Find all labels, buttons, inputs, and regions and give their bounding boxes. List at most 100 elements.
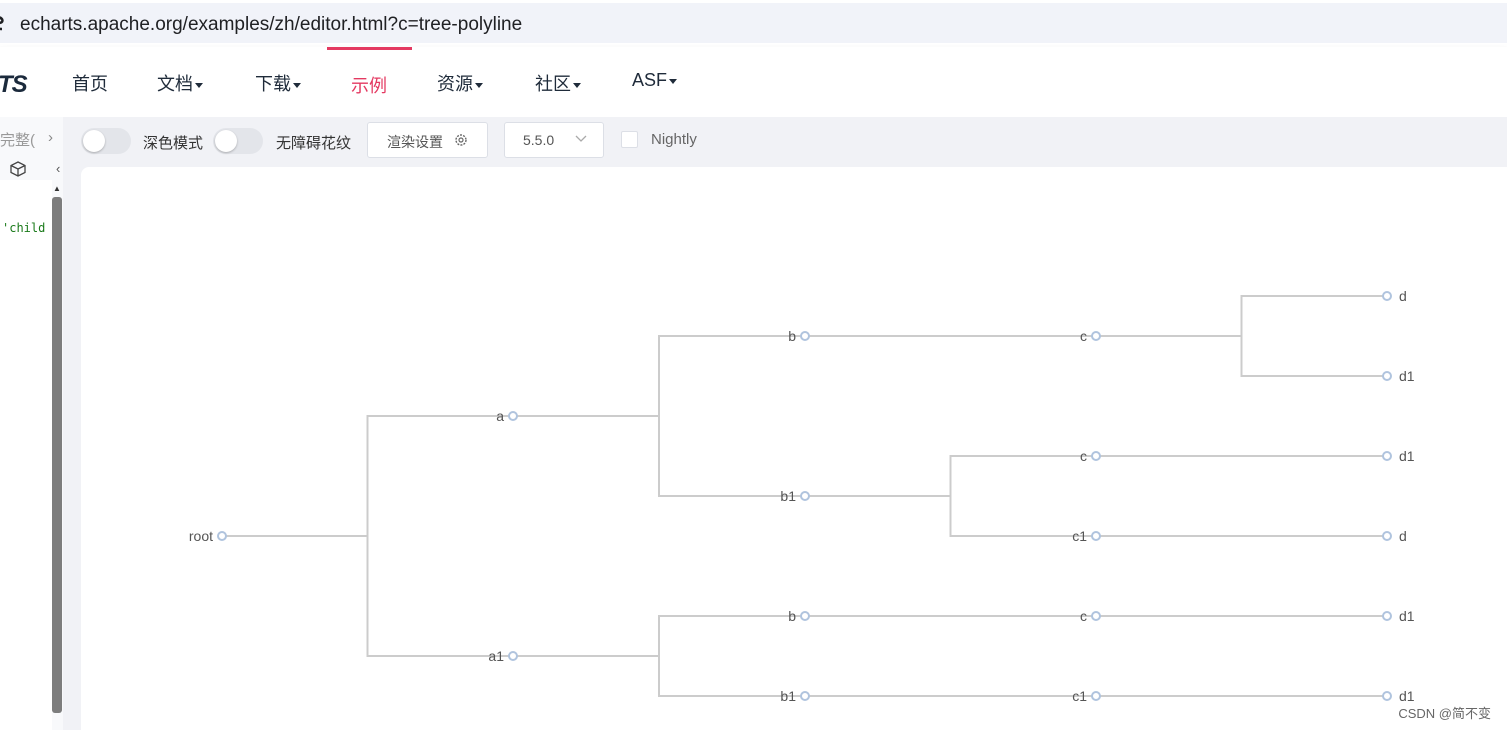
nav-item-asf[interactable]: ASF	[632, 70, 678, 91]
chart-container: root a b c d d1 b1 c d1 c1 d a1 b c d1 b1 c1 d1	[63, 167, 1507, 730]
tree-node[interactable]	[508, 651, 518, 661]
tree-node-label: b	[788, 608, 796, 624]
toggle-knob	[215, 130, 237, 152]
render-settings-button[interactable]: 渲染设置	[367, 122, 488, 158]
nav-item-docs[interactable]: 文档	[157, 70, 203, 96]
nav-item-community[interactable]: 社区	[535, 70, 581, 96]
aria-decal-label: 无障碍花纹	[276, 135, 352, 152]
tree-node[interactable]	[1382, 691, 1392, 701]
tree-node-label: d1	[1399, 368, 1415, 384]
code-editor[interactable]	[0, 180, 52, 730]
editor-scrollbar[interactable]	[52, 197, 62, 713]
tree-node[interactable]	[217, 531, 227, 541]
tree-edge	[222, 535, 513, 657]
tree-node-label: c	[1080, 328, 1087, 344]
tree-node[interactable]	[800, 331, 810, 341]
version-value: 5.5.0	[523, 132, 555, 148]
tree-edge	[513, 655, 805, 697]
top-navigation: TS 首页 文档 下载 示例 资源 社区 ASF	[0, 47, 1507, 117]
tree-node[interactable]	[1382, 291, 1392, 301]
tree-node-label: c1	[1072, 688, 1087, 704]
tree-node[interactable]	[1091, 611, 1101, 621]
site-info-icon[interactable]	[0, 15, 6, 31]
nav-item-examples[interactable]: 示例	[351, 72, 387, 98]
nav-item-label: 资源	[437, 74, 473, 94]
tree-node-label: b1	[780, 688, 796, 704]
scroll-up-icon[interactable]: ▲	[53, 184, 61, 193]
tree-node[interactable]	[800, 491, 810, 501]
tree-node[interactable]	[1091, 331, 1101, 341]
nightly-checkbox[interactable]	[621, 131, 638, 148]
nav-item-resources[interactable]: 资源	[437, 70, 483, 96]
tree-node[interactable]	[800, 611, 810, 621]
tree-node[interactable]	[1382, 371, 1392, 381]
code-line: 'child	[2, 221, 46, 235]
chart-canvas[interactable]: root a b c d d1 b1 c d1 c1 d a1 b c d1 b1 c1 d1	[81, 167, 1507, 730]
tree-node-label: b	[788, 328, 796, 344]
caret-down-icon	[195, 82, 203, 88]
render-settings-label: 渲染设置	[387, 134, 443, 150]
tree-node[interactable]	[1091, 531, 1101, 541]
tree-edge	[222, 415, 513, 537]
nav-item-label: 示例	[351, 76, 387, 96]
nav-item-label: ASF	[632, 70, 668, 90]
tree-node-label: a	[496, 408, 504, 424]
tree-node-label: root	[189, 528, 213, 544]
tree-node[interactable]	[1382, 611, 1392, 621]
tree-node-label: b1	[780, 488, 796, 504]
tree-node-label: a1	[488, 648, 504, 664]
tree-chart[interactable]: root a b c d d1 b1 c d1 c1 d a1 b c d1 b1 c1 d1	[81, 167, 1507, 730]
toggle-knob	[83, 130, 105, 152]
chevron-right-icon[interactable]: ›	[48, 129, 53, 146]
chevron-left-icon[interactable]: ‹	[56, 161, 61, 176]
tree-edge	[805, 455, 1096, 497]
nightly-label: Nightly	[651, 131, 697, 148]
active-nav-indicator	[327, 47, 412, 50]
tree-node-label: d1	[1399, 688, 1415, 704]
gear-icon	[455, 134, 467, 146]
url-text[interactable]: echarts.apache.org/examples/zh/editor.ht…	[20, 14, 523, 35]
echarts-logo[interactable]: TS	[0, 71, 28, 98]
chart-toolbar: 深色模式 无障碍花纹 渲染设置 5.5.0 Nightly	[63, 117, 1507, 167]
caret-down-icon	[573, 82, 581, 88]
tree-node-label: c1	[1072, 528, 1087, 544]
nav-item-label: 文档	[157, 74, 193, 94]
tree-node-label: d	[1399, 528, 1407, 544]
tree-node-label: c	[1080, 608, 1087, 624]
tree-node-label: d1	[1399, 608, 1415, 624]
tree-edge	[1096, 295, 1387, 337]
browser-address-bar: echarts.apache.org/examples/zh/editor.ht…	[0, 0, 1507, 47]
caret-down-icon	[669, 78, 678, 84]
nav-item-download[interactable]: 下载	[255, 70, 301, 96]
tree-node-label: c	[1080, 448, 1087, 464]
caret-down-icon	[293, 82, 301, 88]
code-editor-panel: 完整( › ‹ 'child ▲	[0, 117, 64, 730]
caret-down-icon	[475, 82, 483, 88]
tree-node[interactable]	[1382, 451, 1392, 461]
cube-icon[interactable]	[9, 160, 27, 178]
dark-mode-toggle[interactable]	[81, 128, 131, 154]
watermark: CSDN @简不变	[1398, 706, 1491, 721]
dark-mode-label: 深色模式	[143, 135, 204, 152]
url-field[interactable]: echarts.apache.org/examples/zh/editor.ht…	[0, 3, 1507, 43]
tree-node[interactable]	[1382, 531, 1392, 541]
nav-item-label: 下载	[255, 74, 291, 94]
tree-node[interactable]	[1091, 451, 1101, 461]
tree-edge	[805, 495, 1096, 537]
nav-item-label: 社区	[535, 74, 571, 94]
editor-tab-full-code[interactable]: 完整(	[0, 132, 35, 149]
tree-node-label: d	[1399, 288, 1407, 304]
tree-edge	[513, 335, 805, 417]
tree-node[interactable]	[1091, 691, 1101, 701]
tree-edge	[513, 615, 805, 657]
tree-edge	[1096, 335, 1387, 377]
tree-node[interactable]	[508, 411, 518, 421]
nav-item-home[interactable]: 首页	[72, 70, 108, 96]
version-select[interactable]: 5.5.0	[504, 122, 604, 158]
chevron-down-icon	[575, 135, 587, 142]
tree-node-label: d1	[1399, 448, 1415, 464]
tree-edge	[513, 415, 805, 497]
aria-decal-toggle[interactable]	[213, 128, 263, 154]
nav-item-label: 首页	[72, 74, 108, 94]
tree-node[interactable]	[800, 691, 810, 701]
